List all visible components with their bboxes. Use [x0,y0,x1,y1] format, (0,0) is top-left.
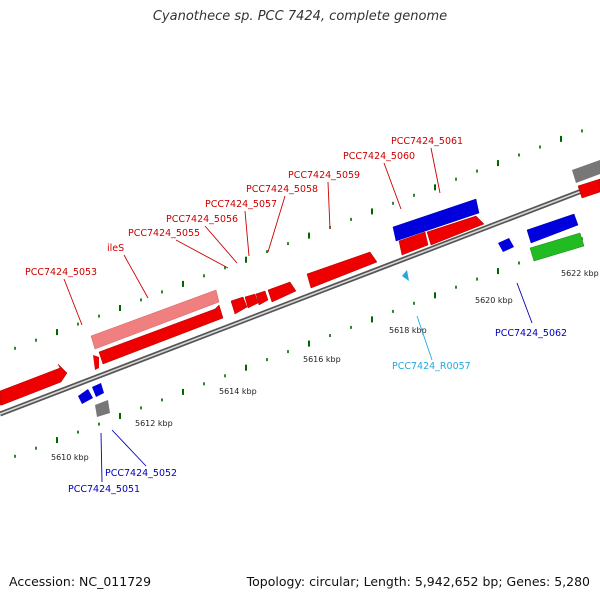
label-pcc7424-5060[interactable]: PCC7424_5060 [343,151,415,162]
tick-label-5612: 5612 kbp [135,419,173,428]
forward-genes [0,178,600,406]
gene-ileS-arrow[interactable] [98,304,224,365]
gene-small-fragment[interactable] [93,355,99,370]
trna-marker[interactable] [402,270,409,281]
label-pcc7424-5057[interactable]: PCC7424_5057 [205,199,277,210]
tick-labels: 5610 kbp 5612 kbp 5614 kbp 5616 kbp 5618… [51,269,599,462]
tick-label-5614: 5614 kbp [219,387,257,396]
other-features [78,160,600,417]
gene-5055-arrow[interactable] [230,296,248,315]
tick-label-5620: 5620 kbp [475,296,513,305]
genome-title: Cyanothece sp. PCC 7424, complete genome [152,9,448,24]
tick-label-5618: 5618 kbp [389,326,427,335]
label-pcc7424-5053[interactable]: PCC7424_5053 [25,267,97,278]
tick-label-5610: 5610 kbp [51,453,89,462]
gene-5058-arrow[interactable] [267,281,297,303]
label-pcc7424-5059[interactable]: PCC7424_5059 [288,170,360,181]
label-pcc7424-5058[interactable]: PCC7424_5058 [246,184,318,195]
gene-5059-arrow[interactable] [306,251,378,289]
label-leaders [63,147,533,483]
gene-5060-arrow[interactable] [398,231,429,256]
genome-summary-text: Topology: circular; Length: 5,942,652 bp… [246,574,590,589]
pseudogene-5053-bar[interactable] [90,289,220,350]
label-pcc7424-5056[interactable]: PCC7424_5056 [166,214,238,225]
tick-label-5622: 5622 kbp [561,269,599,278]
gene-5056-arrow[interactable] [244,293,259,309]
label-pcc7424-5062[interactable]: PCC7424_5062 [495,328,567,339]
gene-5051-gray[interactable] [95,400,110,417]
genome-backbone [0,181,600,417]
label-pcc7424-5051[interactable]: PCC7424_5051 [68,484,140,495]
label-pcc7424-5052[interactable]: PCC7424_5052 [105,468,177,479]
gene-unknown-gray[interactable] [572,160,600,183]
tick-row-lower [14,237,583,458]
gene-labels: PCC7424_5053 ileS PCC7424_5055 PCC7424_5… [25,136,567,495]
gene-5061-arrow[interactable] [426,215,485,246]
gene-5060-blue-block[interactable] [392,198,480,242]
label-pcc7424-5055[interactable]: PCC7424_5055 [128,228,200,239]
gene-arrow[interactable] [0,363,68,406]
accession-text: Accession: NC_011729 [9,574,152,589]
gene-5062-arrow[interactable] [526,213,579,244]
gene-reverse-small[interactable] [498,238,514,252]
gene-arrow[interactable] [577,178,600,199]
label-pcc7424-r0057[interactable]: PCC7424_R0057 [392,361,471,372]
label-ileS[interactable]: ileS [107,243,124,254]
gene-5052-arrow[interactable] [78,389,93,404]
gene-5052b-arrow[interactable] [92,383,104,397]
gene-5057-arrow[interactable] [255,290,269,306]
rna-gene-green[interactable] [529,232,585,262]
tick-label-5616: 5616 kbp [303,355,341,364]
label-pcc7424-5061[interactable]: PCC7424_5061 [391,136,463,147]
